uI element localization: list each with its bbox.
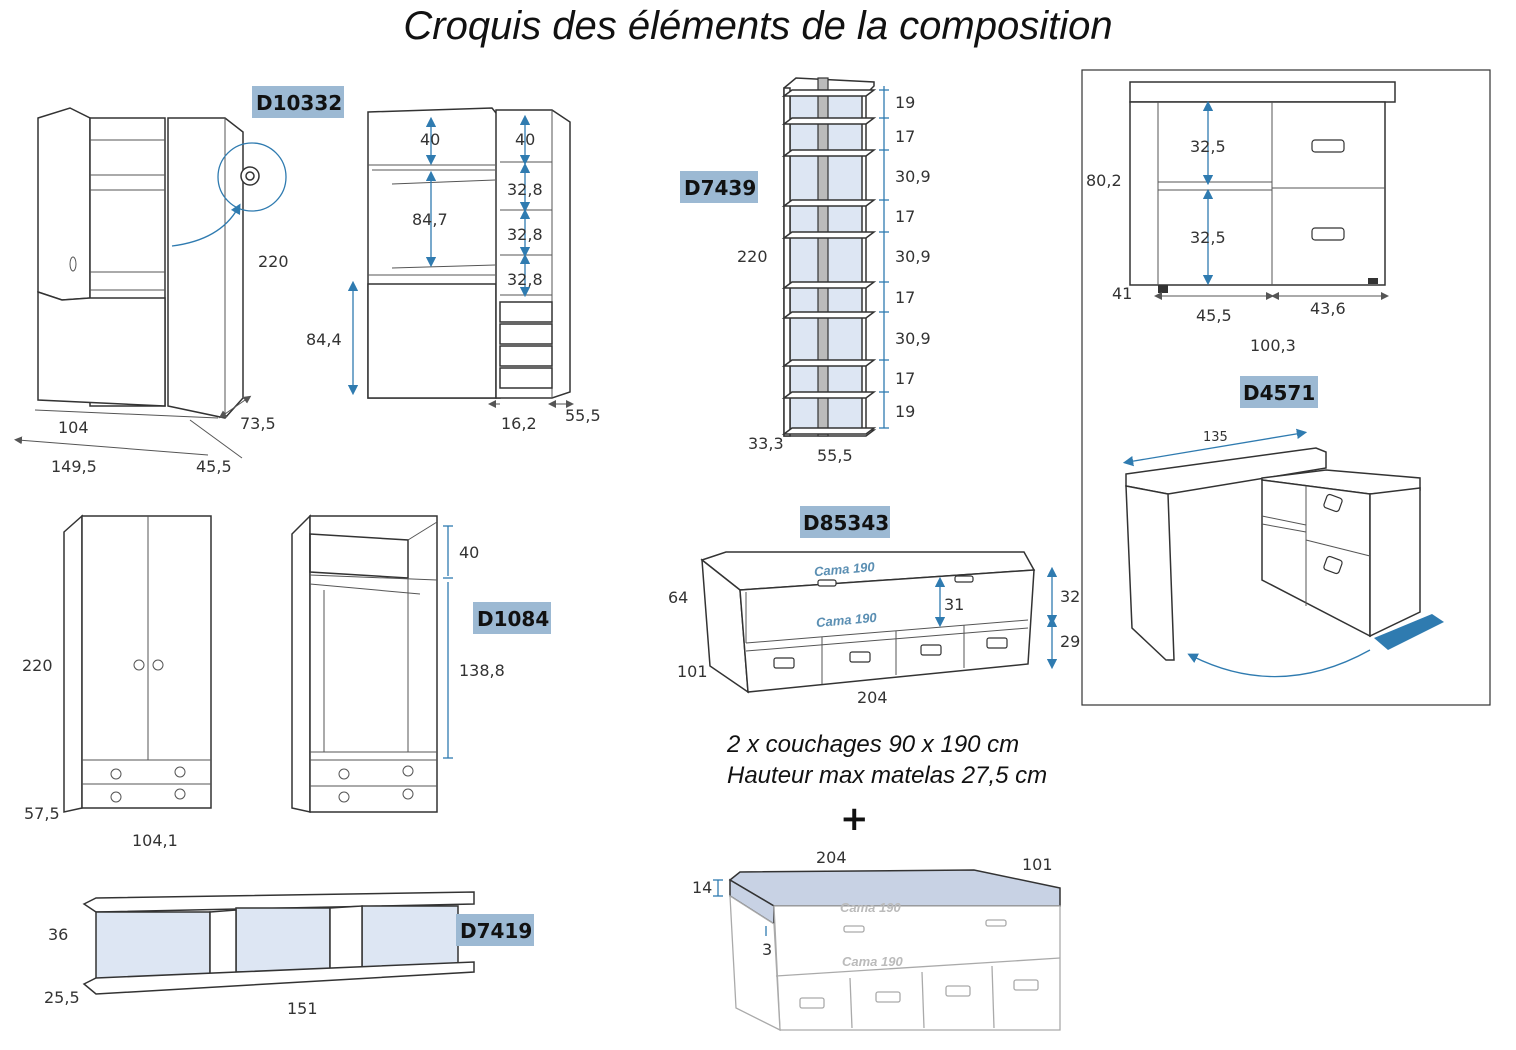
d10332-code: D10332 bbox=[256, 91, 342, 115]
d1084-code: D1084 bbox=[477, 607, 549, 631]
d85343-bottom-label: 29 bbox=[1060, 632, 1080, 651]
topper-gap-label: 3 bbox=[762, 940, 772, 959]
d4571-desk-sideboard bbox=[1129, 81, 1396, 300]
caption-line-1: 2 x couchages 90 x 190 cm bbox=[726, 731, 1019, 758]
topper-depth-label: 101 bbox=[1022, 855, 1053, 874]
d10332-width-label: 104 bbox=[58, 418, 89, 437]
d4571-total-label: 100,3 bbox=[1250, 336, 1296, 355]
d85343-drawer-bed-label: Cama 190 bbox=[815, 610, 878, 630]
d10332-col-1-label: 32,8 bbox=[507, 180, 543, 199]
d85343-top-bed-label: Cama 190 bbox=[813, 559, 876, 579]
d7419-wall-shelf bbox=[82, 891, 475, 995]
d10332-code-badge bbox=[252, 86, 344, 118]
d10332-height-label: 220 bbox=[258, 252, 289, 271]
d7439-shelf bbox=[781, 359, 877, 367]
d4571-desk-label: 135 bbox=[1203, 430, 1228, 445]
d1084-open-wardrobe bbox=[291, 514, 453, 813]
d7439-s5-label: 30,9 bbox=[895, 247, 931, 266]
d7439-s1-label: 19 bbox=[895, 93, 915, 112]
d7419-code-badge bbox=[456, 914, 534, 946]
d7439-shelf bbox=[781, 117, 877, 125]
d85343-height-label: 64 bbox=[668, 588, 688, 607]
d7439-s9-label: 19 bbox=[895, 402, 915, 421]
d10332-inner-hang-label: 84,7 bbox=[412, 210, 448, 229]
d1084-depth-label: 57,5 bbox=[24, 804, 60, 823]
d7439-shelf bbox=[781, 231, 877, 239]
d4571-code-badge bbox=[1240, 376, 1318, 408]
d7439-s4-label: 17 bbox=[895, 207, 915, 226]
d7439-code: D7439 bbox=[684, 176, 756, 200]
d10332-inner-desk-label: 84,4 bbox=[306, 330, 342, 349]
d7439-shelf bbox=[781, 199, 877, 207]
d10332-col-depth-label: 55,5 bbox=[565, 406, 601, 425]
d85343-depth-label: 101 bbox=[677, 662, 708, 681]
d10332-col-width-label: 16,2 bbox=[501, 414, 537, 433]
d85343-code-badge bbox=[800, 506, 890, 538]
d7419-height-label: 36 bbox=[48, 925, 68, 944]
d10332-side-label: 45,5 bbox=[196, 457, 232, 476]
d7439-s8-label: 17 bbox=[895, 369, 915, 388]
d7439-shelf bbox=[781, 391, 877, 399]
topper-height-label: 14 bbox=[692, 878, 712, 897]
d10332-inner-top-label: 40 bbox=[420, 130, 440, 149]
d4571-corner-desk bbox=[1122, 428, 1444, 678]
d85343-width-label: 204 bbox=[857, 688, 888, 707]
d1084-hang-label: 138,8 bbox=[459, 661, 505, 680]
d7439-s7-label: 30,9 bbox=[895, 329, 931, 348]
d7439-s2-label: 17 bbox=[895, 127, 915, 146]
topper-bed-label-2: Cama 190 bbox=[842, 954, 903, 969]
d1084-top-label: 40 bbox=[459, 543, 479, 562]
d7439-s6-label: 17 bbox=[895, 288, 915, 307]
d7439-shelf bbox=[781, 427, 877, 435]
d4571-inner2-label: 32,5 bbox=[1190, 228, 1226, 247]
d7439-shelf bbox=[781, 89, 877, 97]
d7439-width-label: 55,5 bbox=[817, 446, 853, 465]
plus-sign: + bbox=[840, 799, 869, 839]
topper-width-label: 204 bbox=[816, 848, 847, 867]
d7439-shelf bbox=[781, 149, 877, 157]
d4571-code: D4571 bbox=[1243, 381, 1315, 405]
d7419-depth-label: 25,5 bbox=[44, 988, 80, 1007]
d10332-col-3-label: 32,8 bbox=[507, 270, 543, 289]
d85343-inner-label: 31 bbox=[944, 595, 964, 614]
d7439-s3-label: 30,9 bbox=[895, 167, 931, 186]
d10332-col-top-label: 40 bbox=[515, 130, 535, 149]
d7419-code: D7419 bbox=[460, 919, 532, 943]
d10332-total-label: 149,5 bbox=[51, 457, 97, 476]
d10332-closed-wardrobe bbox=[14, 107, 287, 459]
d85343-top-label: 32 bbox=[1060, 587, 1080, 606]
topper-bed-label-1: Cama 190 bbox=[840, 900, 901, 915]
d1084-width-label: 104,1 bbox=[132, 831, 178, 850]
d10332-depth-label: 73,5 bbox=[240, 414, 276, 433]
bed-topper-grey bbox=[713, 869, 1061, 1032]
caption-line-2: Hauteur max matelas 27,5 cm bbox=[727, 762, 1047, 789]
page-title: Croquis des éléments de la composition bbox=[403, 4, 1113, 48]
d1084-code-badge bbox=[473, 602, 551, 634]
d4571-depth-label: 41 bbox=[1112, 284, 1132, 303]
d7439-code-badge bbox=[680, 171, 758, 203]
d10332-open-wardrobe bbox=[347, 107, 574, 408]
closed-double-wardrobe bbox=[63, 514, 212, 813]
d7439-tall-shelf bbox=[781, 77, 889, 437]
d4571-frame bbox=[1081, 69, 1491, 706]
d4571-height-label: 80,2 bbox=[1086, 171, 1122, 190]
d4571-w1-label: 45,5 bbox=[1196, 306, 1232, 325]
d85343-compact-bed bbox=[700, 551, 1058, 694]
d1084-height-label: 220 bbox=[22, 656, 53, 675]
d85343-code: D85343 bbox=[803, 511, 889, 535]
d4571-inner1-label: 32,5 bbox=[1190, 137, 1226, 156]
d10332-col-2-label: 32,8 bbox=[507, 225, 543, 244]
d7439-depth-label: 33,3 bbox=[748, 434, 784, 453]
d4571-w2-label: 43,6 bbox=[1310, 299, 1346, 318]
d7439-shelf bbox=[781, 281, 877, 289]
d7439-height-label: 220 bbox=[737, 247, 768, 266]
d7419-width-label: 151 bbox=[287, 999, 318, 1018]
d7439-shelf bbox=[781, 311, 877, 319]
